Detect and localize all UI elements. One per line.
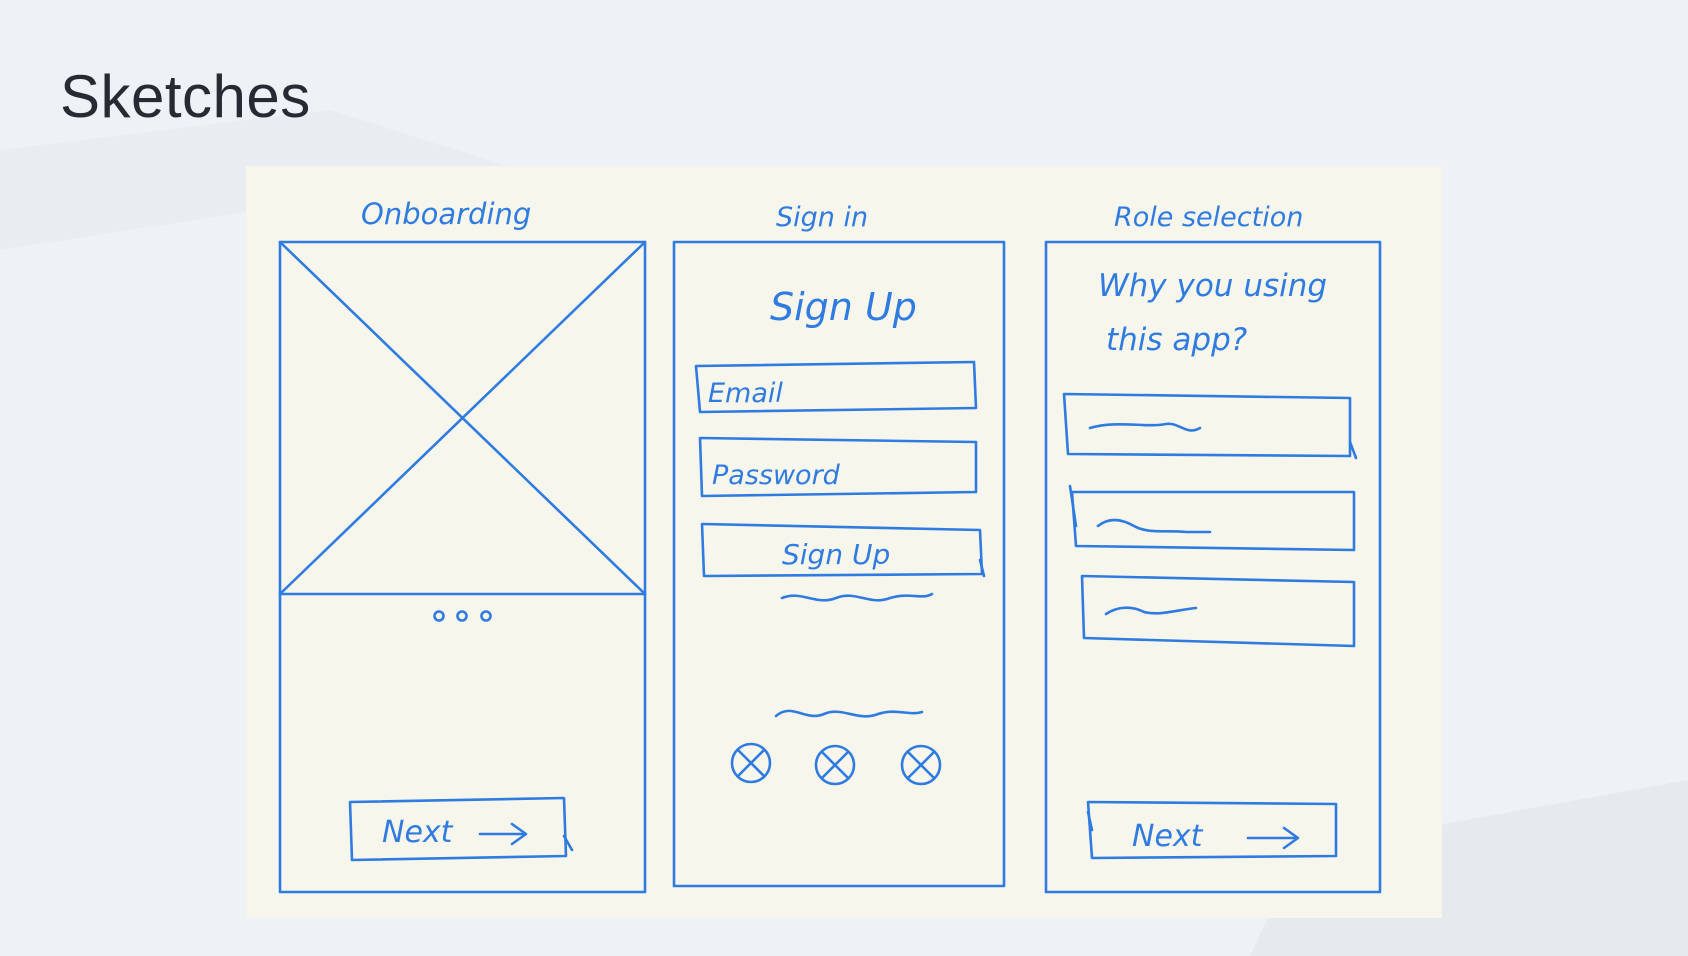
page-title: Sketches bbox=[60, 63, 311, 130]
sign-in-frame bbox=[672, 240, 1006, 888]
onboarding-next-button[interactable]: Next bbox=[348, 796, 574, 862]
onboarding-next-label: Next bbox=[382, 815, 454, 850]
role-next-label: Next bbox=[1132, 819, 1204, 854]
screen-onboarding: Onboarding Next bbox=[278, 197, 647, 894]
role-selection-frame bbox=[1044, 240, 1382, 894]
screen-role-selection: Role selection Why you using this app? bbox=[1044, 202, 1382, 894]
sign-up-button-label: Sign Up bbox=[782, 538, 890, 571]
email-field[interactable]: Email bbox=[694, 360, 978, 414]
screen-label-sign-in: Sign in bbox=[776, 202, 868, 233]
social-login-placeholder-icon[interactable] bbox=[730, 742, 772, 784]
role-question-line-1: Why you using bbox=[1098, 268, 1327, 304]
image-placeholder-cross-2 bbox=[278, 240, 647, 596]
email-field-label: Email bbox=[708, 378, 783, 409]
sign-up-button[interactable]: Sign Up bbox=[700, 522, 986, 578]
onboarding-frame bbox=[278, 240, 647, 894]
wireframe-sketch: Onboarding Next Sign in bbox=[278, 197, 1382, 894]
role-option-3[interactable] bbox=[1080, 574, 1356, 648]
password-field[interactable]: Password bbox=[698, 436, 978, 498]
sign-up-heading: Sign Up bbox=[770, 285, 917, 329]
screen-label-role-selection: Role selection bbox=[1114, 202, 1303, 233]
arrow-right-icon bbox=[1246, 826, 1300, 850]
screen-label-onboarding: Onboarding bbox=[361, 197, 531, 231]
social-login-placeholder-icon[interactable] bbox=[814, 744, 856, 786]
password-field-label: Password bbox=[712, 460, 841, 491]
squiggle-text-placeholder bbox=[780, 592, 934, 602]
screen-sign-in: Sign in Sign Up Email Password Sign Up bbox=[672, 202, 1006, 888]
role-question-line-2: this app? bbox=[1106, 322, 1247, 358]
role-option-1[interactable] bbox=[1062, 392, 1358, 460]
role-next-button[interactable]: Next bbox=[1086, 800, 1338, 860]
arrow-right-icon bbox=[478, 822, 528, 846]
sketch-paper: Onboarding Next Sign in bbox=[246, 166, 1442, 918]
social-login-placeholder-icon[interactable] bbox=[900, 744, 942, 786]
pagination-dots bbox=[433, 610, 492, 622]
squiggle-text-placeholder-2 bbox=[774, 709, 924, 718]
role-option-2[interactable] bbox=[1068, 484, 1356, 552]
